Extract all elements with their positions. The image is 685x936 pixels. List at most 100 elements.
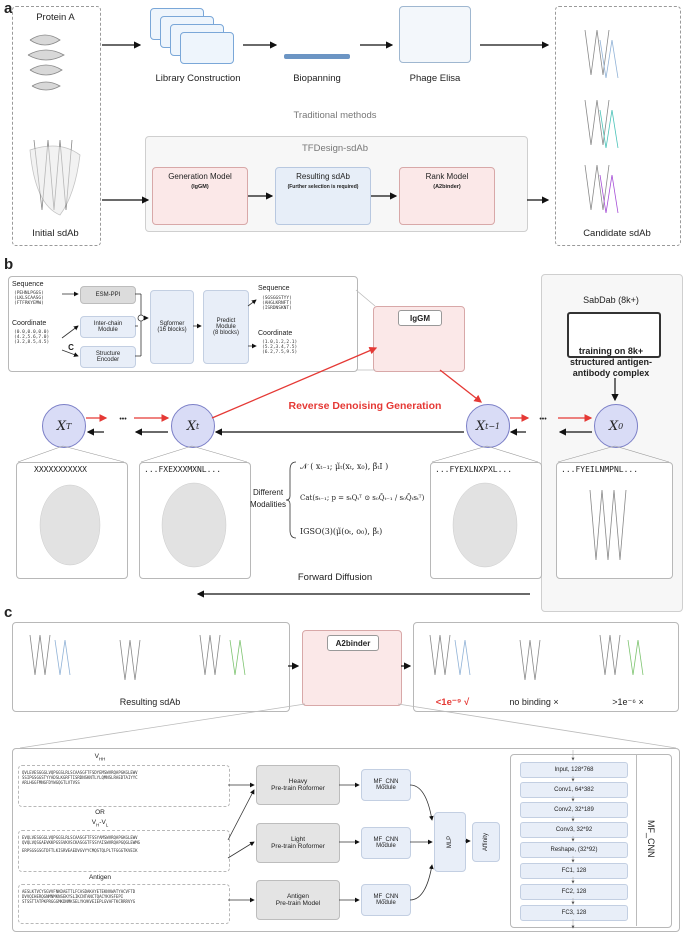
mf-cnn-module-1-label: MF_CNN Module <box>373 779 399 791</box>
different-label: Different <box>252 488 284 497</box>
formula-igso3: IGSO(3)(μ̃(oₜ, o₀), β̃ₜ) <box>300 527 383 536</box>
antigen-sequence: AESLKTVCYSGVVFNKDAETTLFCASDAKAYETEKNVWAT… <box>22 889 136 904</box>
antigen-pretrain-model: Antigen Pre-train Model <box>256 880 340 920</box>
antigen-sequence-box <box>18 884 230 924</box>
sequence-in: (PEHNLPGGS) (LKLSCAASG) (FTFRKYEMW) <box>14 291 44 306</box>
protein-a-structure <box>27 34 65 91</box>
mf-cnn-module-1: MF_CNN Module <box>361 769 411 801</box>
vhh-sequence: QVLEVESGGGLVQPGGSLRLSCAASGFTFSDYEMSWVRQA… <box>22 770 138 785</box>
result-no-binding: no binding × <box>509 697 559 707</box>
coordinate-in-label: Coordinate <box>12 320 47 327</box>
traditional-methods-label: Traditional methods <box>293 110 377 121</box>
predict-label: Predict Module (8 blocks) <box>212 318 239 336</box>
mf-cnn-module-3: MF_CNN Module <box>361 884 411 916</box>
initial-sdab-structure <box>29 139 81 216</box>
candidate-box <box>555 6 681 246</box>
sequence-in-label: Sequence <box>12 281 44 288</box>
esm-ppi-module: ESM-PPI <box>80 286 136 304</box>
c-label: C <box>68 343 74 352</box>
library-construction-label: Library Construction <box>155 73 241 84</box>
coordinate-out: (1.0,1.2,2.1) (5.2,3.4,7.5) (6.2,7.5,9.5… <box>262 340 298 355</box>
biopanning-illustration <box>282 10 352 65</box>
panel-a-letter: a <box>4 0 13 17</box>
layer-input: Input, 128*768 <box>520 762 628 778</box>
input-proteins-box <box>12 6 101 246</box>
vhh-label: VHH <box>94 753 106 762</box>
candidate-structures <box>584 29 619 214</box>
structure-encoder: Structure Encoder <box>80 346 136 368</box>
resulting-sdab-c-label: Resulting sdAb <box>119 697 181 707</box>
mf-cnn-divider <box>636 754 637 926</box>
predict-module: Predict Module (8 blocks) <box>203 290 249 364</box>
a2binder-box: A2binder <box>302 630 402 706</box>
interchain-label: Inter-chain Module <box>93 321 123 333</box>
light-roformer: Light Pre-train Roformer <box>256 823 340 863</box>
mf-cnn-module-2: MF_CNN Module <box>361 827 411 859</box>
result-strong-binding: <1e⁻⁹ √ <box>435 697 470 708</box>
seq-xT: XXXXXXXXXXX <box>34 465 87 474</box>
vhh-sequence-box <box>18 765 230 807</box>
mf-cnn-module-3-label: MF_CNN Module <box>373 894 399 906</box>
a2binder-title: A2binder <box>327 635 379 651</box>
x0-structure <box>589 489 627 561</box>
formula-gaussian: 𝒩 ( xₜ₋₁; μ̃ₜ(xₜ, x₀), β̃ₜI ) <box>300 462 389 471</box>
coordinate-out-label: Coordinate <box>258 330 293 337</box>
ellipsis-right: ••• <box>539 416 547 423</box>
sgformer-module: Sgformer (16 blocks) <box>150 290 194 364</box>
modalities-label: Modalities <box>249 500 286 509</box>
seq-x0: ...FYEILNMPNL... <box>561 465 639 474</box>
vhvl-label: VH-VL <box>91 819 109 828</box>
elisa-plate-illustration <box>399 6 471 63</box>
layer-conv2: Conv2, 32*189 <box>520 802 628 818</box>
heavy-roformer: Heavy Pre-train Roformer <box>256 765 340 805</box>
coordinate-in: (0.0,0.0,0.0) (4.2,5.6,7.0) (3.2,8.5,4.5… <box>14 330 50 345</box>
iggm-box: IgGM <box>373 306 465 372</box>
initial-sdab-label: Initial sdAb <box>32 228 79 239</box>
layer-fc2: FC2, 128 <box>520 884 628 900</box>
sequence-out: (SGSGGSTYY) (AHGLKRNFT) (ISRDNSKNT) <box>262 296 292 311</box>
biopanning-label: Biopanning <box>293 73 341 84</box>
generation-model-sub: (IgGM) <box>191 184 209 190</box>
reverse-denoising-label: Reverse Denoising Generation <box>288 400 442 412</box>
resulting-sdab-structures <box>29 634 644 681</box>
protein-a-label: Protein A <box>36 12 75 23</box>
sabdab-label: SabDab (8k+) <box>583 295 639 305</box>
generation-model-box: Generation Model (IgGM) <box>152 167 248 225</box>
mf-cnn-module-2-label: MF_CNN Module <box>373 837 399 849</box>
sgformer-label: Sgformer (16 blocks) <box>157 321 187 333</box>
seq-xt: ...FXEXXXMXNL... <box>144 465 222 474</box>
esm-ppi-label: ESM-PPI <box>95 292 121 298</box>
rank-model-sub: (A2binder) <box>433 184 461 190</box>
ellipsis-left: ••• <box>119 416 127 423</box>
phage-elisa-label: Phage Elisa <box>409 73 461 84</box>
forward-diffusion-label: Forward Diffusion <box>297 572 373 583</box>
antigen-model-label: Antigen Pre-train Model <box>275 893 321 907</box>
layer-conv3: Conv3, 32*92 <box>520 822 628 838</box>
antigen-label: Antigen <box>88 874 112 881</box>
interchain-module: Inter-chain Module <box>80 316 136 338</box>
layer-reshape: Reshape, (32*92) <box>520 842 628 858</box>
generation-model-title: Generation Model <box>168 172 232 181</box>
tfdesign-title: TFDesign-sdAb <box>302 143 368 154</box>
library-plasmids-illustration <box>150 8 240 64</box>
layer-fc3: FC3, 128 <box>520 905 628 921</box>
or-label: OR <box>95 809 105 816</box>
layer-conv1: Conv1, 64*382 <box>520 782 628 798</box>
ranked-results-panel <box>413 622 679 712</box>
panel-c-letter: c <box>4 604 13 621</box>
layer-fc1: FC1, 128 <box>520 863 628 879</box>
vhvl-heavy-sequence: EVQLVESGGGLVQPGGSLRLSCAASGFTFSSYAMSWVRQA… <box>22 835 141 845</box>
candidate-sdab-label: Candidate sdAb <box>583 228 651 239</box>
rank-model-box: Rank Model (A2binder) <box>399 167 495 225</box>
seq-xt-1: ...FYEXLNXPXL... <box>435 465 513 474</box>
sequence-out-label: Sequence <box>258 285 290 292</box>
vhvl-sequence-box <box>18 830 230 872</box>
training-label: training on 8k+ structured antigen- anti… <box>569 346 652 378</box>
panel-b-letter: b <box>4 256 14 273</box>
resulting-sdab-box: Resulting sdAb (Further selection is req… <box>275 167 371 225</box>
